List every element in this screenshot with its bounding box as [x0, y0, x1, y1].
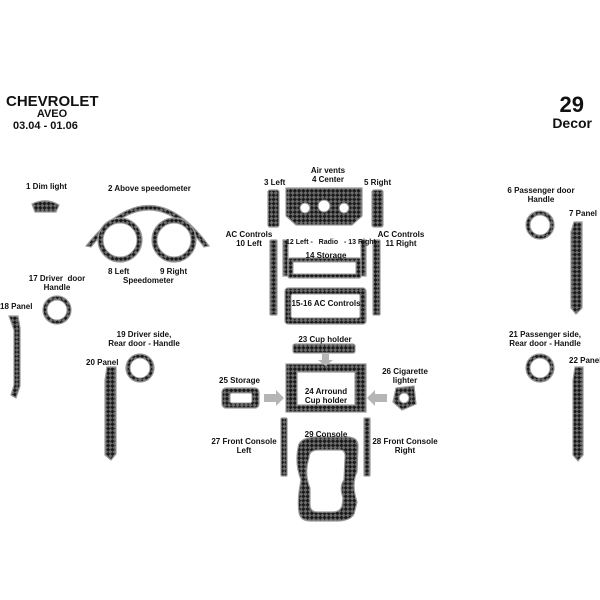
part-7-panel: [570, 221, 583, 315]
label-part-8: 8 Left: [108, 267, 130, 276]
label-part-15-16: 15-16 AC Controls: [291, 299, 361, 308]
part-14-opening: [292, 261, 357, 275]
label-part-4: Air vents 4 Center: [310, 166, 346, 184]
sheet-id: 29 Decor: [552, 94, 592, 131]
arrow-left-lighter: [367, 390, 387, 406]
part-25-opening: [229, 392, 253, 404]
part-23-cup-holder: [292, 343, 356, 354]
label-part-2: 2 Above speedometer: [108, 184, 191, 193]
sheet-number: 29: [559, 92, 584, 117]
part-24-around-cup-holder: [285, 363, 367, 413]
part-9-opening: [156, 222, 192, 258]
part-10-ac-left: [269, 239, 278, 316]
label-part-29: 29 Console: [304, 430, 348, 439]
part-11-ac-right: [372, 239, 381, 316]
label-part-9: 9 Right: [160, 267, 188, 276]
label-part-18: 18 Panel: [0, 302, 33, 311]
label-part-25: 25 Storage: [219, 376, 260, 385]
label-part-28: 28 Front Console Right: [372, 437, 438, 455]
label-part-20: 20 Panel: [86, 358, 119, 367]
brand-name: CHEVROLET: [6, 93, 99, 110]
label-part-27: 27 Front Console Left: [211, 437, 277, 455]
part-15-16-opening: [290, 293, 361, 319]
part-26-opening: [398, 392, 410, 404]
label-part-12-13: 12 Left - Radio - 13 Right: [286, 239, 376, 246]
label-part-5: 5 Right: [364, 178, 392, 187]
arrow-down-cup-holder: [318, 354, 333, 366]
part-3-left-vent: [267, 189, 280, 228]
sheet-label: Decor: [552, 115, 592, 131]
part-12-radio-left: [282, 239, 289, 277]
part-21-opening: [529, 357, 551, 379]
part-20-panel: [104, 366, 117, 461]
label-part-3: 3 Left: [264, 178, 286, 187]
label-part-24: 24 Arround Cup holder: [304, 387, 348, 405]
model-name: AVEO: [36, 108, 68, 120]
label-part-6: 6 Passenger door Handle: [507, 186, 575, 204]
part-8-opening: [102, 222, 138, 258]
label-part-21: 21 Passenger side, Rear door - Handle: [508, 330, 582, 348]
vehicle-title: CHEVROLET AVEO 03.04 - 01.06: [6, 94, 99, 132]
part-28-front-console-right: [363, 417, 371, 477]
part-5-right-vent: [371, 189, 384, 228]
part-18-panel: [8, 315, 21, 399]
label-part-19: 19 Driver side, Rear door - Handle: [108, 330, 180, 348]
label-part-26: 26 Cigarette lighter: [382, 367, 428, 385]
part-6-opening: [529, 214, 551, 236]
part-19-opening: [129, 357, 151, 379]
vent-dials: [299, 199, 350, 214]
part-27-front-console-left: [280, 417, 288, 477]
label-part-17: 17 Driver door Handle: [28, 274, 86, 292]
model-years: 03.04 - 01.06: [13, 120, 78, 132]
label-part-1: 1 Dim light: [26, 182, 67, 191]
label-part-14: 14 Storage: [305, 251, 347, 260]
label-part-11: AC Controls 11 Right: [377, 230, 425, 248]
part-1-dim-light: [31, 200, 60, 213]
part-29-console: [296, 436, 359, 522]
label-speedometer: Speedometer: [123, 276, 174, 285]
label-part-22: 22 Panel: [569, 356, 600, 365]
arrow-right-storage: [264, 390, 284, 406]
part-17-opening: [46, 299, 68, 321]
label-part-7: 7 Panel: [569, 209, 598, 218]
label-part-10: AC Controls 10 Left: [225, 230, 273, 248]
label-part-23: 23 Cup holder: [298, 335, 352, 344]
part-22-panel: [572, 366, 584, 462]
part-13-radio-right: [360, 239, 367, 277]
